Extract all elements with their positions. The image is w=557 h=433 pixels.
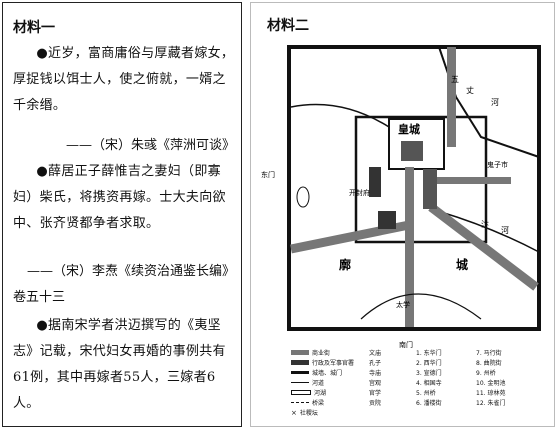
legend-gov: 行政及军事官署: [291, 358, 354, 367]
material-two-title: 材料二: [267, 18, 309, 34]
legend-num-3: 3. 宣德门: [416, 370, 442, 377]
quote-paragraph-1: ●近岁，富商庸俗与厚藏者嫁女，厚捉钱以饵士人，使之俯就，一婿之千余缗。: [13, 46, 235, 113]
outer-city-wall: [287, 45, 541, 331]
commercial-street-mid: [431, 177, 511, 184]
quote-paragraph-3: ●据南宋学者洪迈撰写的《夷坚志》记载，宋代妇女再婚的事例共有61例，其中再嫁者5…: [13, 318, 226, 411]
commercial-street-north: [447, 47, 456, 147]
guizishi-label: 鬼子市: [487, 160, 508, 169]
map-legend: 商业街 行政及军事官署 城墙、城门 河道 河湖 桥梁 ×社稷坛 文庙 孔子 寺庙…: [291, 348, 551, 418]
kaifeng-city-map: 皇城 廓 城 五 丈 河 汴 河 太学 南门 鬼子市 东门 开封府: [261, 45, 541, 349]
material-two-panel: 材料二 皇城 廓 城 五 丈 河 汴 河 太学 南门: [250, 2, 555, 427]
legend-sym-1: 文庙: [369, 350, 382, 357]
bian-river-east: [440, 211, 540, 253]
he-label: 河: [491, 97, 499, 107]
legend-num-7: 7. 马行街: [476, 350, 502, 357]
wu-label: 五: [451, 75, 459, 84]
nanmen-label: 南门: [399, 340, 413, 349]
legend-lake: 河湖: [291, 388, 326, 397]
legend-num-4: 4. 相国寺: [416, 380, 442, 387]
kaifu-label: 开封府: [349, 188, 370, 197]
legend-sym-4: 宫观: [369, 380, 382, 387]
legend-wall: 城墙、城门: [291, 368, 342, 377]
palace-block: [401, 141, 423, 161]
legend-sym-3: 寺庙: [369, 370, 382, 377]
legend-num-9: 9. 州桥: [476, 370, 496, 377]
legend-num-1: 1. 东华门: [416, 350, 442, 357]
guozijian-label: 太学: [396, 300, 410, 309]
zhang-label: 丈: [466, 85, 474, 95]
legend-num-5: 5. 州桥: [416, 390, 436, 397]
government-block-2: [423, 169, 437, 209]
quote-paragraph-2: ●薛居正子薛惟吉之妻妇（即寡妇）柴氏，将携资再嫁。士大夫向欲中、张齐贤都争者求取…: [13, 164, 226, 231]
quote-source-2-volume: 卷五十三: [13, 290, 66, 305]
government-block-3: [378, 211, 396, 229]
material-one-panel: 材料一 ●近岁，富商庸俗与厚藏者嫁女，厚捉钱以饵士人，使之俯就，一婿之千余缗。 …: [2, 2, 242, 427]
material-one-title: 材料一: [13, 20, 55, 36]
quote-source-2: ——（宋）李焘《续资治通鉴长编》: [26, 264, 235, 279]
commercial-street-east: [428, 203, 539, 291]
lake-west: [296, 186, 310, 208]
dongmen-label: 东门: [261, 170, 275, 179]
legend-sym-2: 孔子: [369, 360, 382, 367]
legend-sym-6: 贡院: [369, 400, 382, 407]
cheng-label: 城: [456, 257, 468, 272]
legend-river: 河道: [291, 378, 324, 387]
lake-south: [360, 293, 482, 320]
legend-num-11: 11. 琼林苑: [476, 390, 506, 397]
legend-altar: ×社稷坛: [291, 408, 318, 418]
legend-bridge: 桥梁: [291, 398, 324, 407]
government-block-1: [369, 167, 381, 197]
bian-label-1: 汴: [481, 219, 489, 229]
bian-label-2: 河: [501, 225, 509, 235]
quote-source-1: ——（宋）朱彧《萍洲可谈》: [65, 138, 235, 153]
commercial-street-main: [405, 167, 414, 327]
legend-num-6: 6. 潘楼街: [416, 400, 442, 407]
legend-sym-5: 官学: [369, 390, 382, 397]
huangcheng-label: 皇城: [398, 122, 420, 136]
bian-river: [290, 103, 390, 128]
legend-num-8: 8. 曲院街: [476, 360, 502, 367]
legend-street: 商业街: [291, 348, 330, 357]
legend-num-12: 12. 朱雀门: [476, 400, 506, 407]
kuo-label: 廓: [339, 257, 351, 272]
legend-num-2: 2. 西华门: [416, 360, 442, 367]
legend-num-10: 10. 金明池: [476, 380, 506, 387]
